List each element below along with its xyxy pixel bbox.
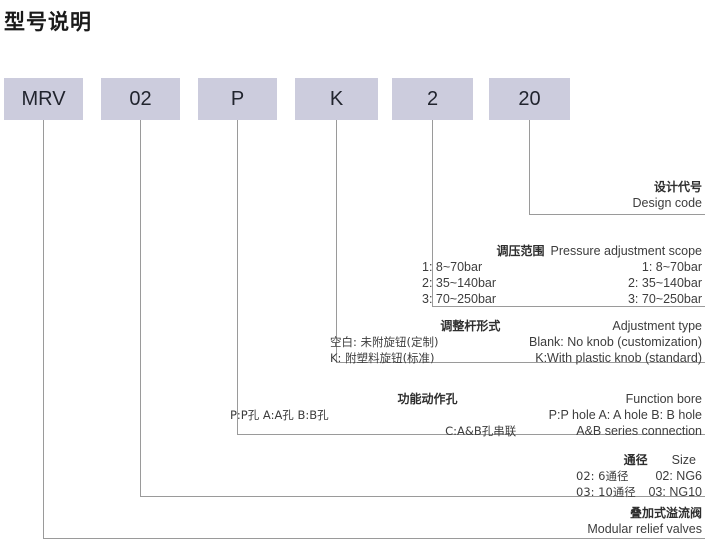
pressure-scope-row-en: 2: 35~140bar — [627, 276, 702, 291]
pressure-scope-row-cn: 2: 35~140bar — [422, 276, 497, 291]
size-title-en: Size — [671, 453, 696, 467]
function-bore-row-en: P:P hole A: A hole B: B hole — [548, 408, 702, 423]
design-code-title: 设计代号 — [302, 180, 702, 195]
code-box-adjustment-type[interactable]: K — [295, 78, 378, 120]
adjustment-type-title-en: Adjustment type — [612, 319, 702, 333]
function-bore-title-cn: 功能动作孔 — [397, 392, 458, 406]
callout-function-bore: 功能动作孔 Function bore P:P孔 A:A孔 B:B孔 P:P h… — [230, 391, 702, 439]
function-bore-title-en: Function bore — [625, 392, 702, 406]
code-box-size[interactable]: 02 — [101, 78, 180, 120]
adjustment-type-title-cn: 调整杆形式 — [440, 319, 501, 333]
product-title-en: Modular relief valves — [587, 522, 702, 537]
design-code-title-cn: 设计代号 — [653, 180, 702, 194]
function-bore-row-cn: C:A&B孔串联 — [445, 424, 517, 439]
callout-pressure-scope: 调压范围 Pressure adjustment scope 1: 8~70ba… — [422, 243, 702, 307]
pressure-scope-row: 2: 35~140bar 2: 35~140bar — [422, 275, 702, 291]
pressure-scope-title: 调压范围 Pressure adjustment scope — [422, 243, 702, 259]
adjustment-type-row-en: Blank: No knob (customization) — [529, 335, 702, 350]
adjustment-type-row-en: K:With plastic knob (standard) — [535, 351, 702, 366]
pressure-scope-title-cn: 调压范围 — [496, 244, 545, 258]
pressure-scope-title-en: Pressure adjustment scope — [550, 244, 702, 258]
pressure-scope-row: 1: 8~70bar 1: 8~70bar — [422, 259, 702, 275]
callout-design-code: 设计代号 Design code — [302, 180, 703, 211]
adjustment-type-row-cn: K: 附塑料旋钮(标准) — [330, 351, 435, 366]
pressure-scope-row: 3: 70~250bar 3: 70~250bar — [422, 291, 702, 307]
code-box-pressure-scope[interactable]: 2 — [392, 78, 473, 120]
product-title: 叠加式溢流阀 — [302, 506, 702, 521]
function-bore-row: P:P孔 A:A孔 B:B孔 P:P hole A: A hole B: B h… — [230, 407, 702, 423]
adjustment-type-row: 空白: 未附旋钮(定制) Blank: No knob (customizati… — [330, 334, 702, 350]
adjustment-type-row: K: 附塑料旋钮(标准) K:With plastic knob (standa… — [330, 350, 702, 366]
code-box-series[interactable]: MRV — [4, 78, 83, 120]
code-box-design-code[interactable]: 20 — [489, 78, 570, 120]
callout-product: 叠加式溢流阀 Modular relief valves — [302, 506, 702, 537]
callout-size: 通径 Size 02: 6通径 02: NG6 03: 10通径 03: NG1… — [576, 452, 702, 500]
size-title-cn: 通径 — [623, 453, 648, 467]
adjustment-type-row-cn: 空白: 未附旋钮(定制) — [330, 335, 439, 350]
code-box-function-bore[interactable]: P — [198, 78, 277, 120]
size-row: 03: 10通径 03: NG10 — [576, 484, 702, 500]
function-bore-title: 功能动作孔 Function bore — [230, 391, 702, 407]
design-code-title-en-wrap: Design code — [302, 195, 703, 211]
adjustment-type-title: 调整杆形式 Adjustment type — [330, 318, 702, 334]
pressure-scope-row-en: 1: 8~70bar — [641, 260, 702, 275]
size-title: 通径 Size — [576, 452, 702, 468]
product-title-en-wrap: Modular relief valves — [302, 521, 702, 537]
size-row-en: 02: NG6 — [655, 469, 702, 484]
page-title: 型号说明 — [4, 10, 92, 34]
size-row: 02: 6通径 02: NG6 — [576, 468, 702, 484]
size-row-en: 03: NG10 — [648, 485, 702, 500]
function-bore-row-cn: P:P孔 A:A孔 B:B孔 — [230, 408, 329, 423]
pressure-scope-row-en: 3: 70~250bar — [627, 292, 702, 307]
pressure-scope-row-cn: 3: 70~250bar — [422, 292, 497, 307]
callout-adjustment-type: 调整杆形式 Adjustment type 空白: 未附旋钮(定制) Blank… — [330, 318, 702, 366]
design-code-title-en: Design code — [632, 196, 703, 211]
pressure-scope-row-cn: 1: 8~70bar — [422, 260, 483, 275]
product-title-cn: 叠加式溢流阀 — [629, 506, 702, 520]
size-row-cn: 02: 6通径 — [576, 469, 629, 484]
function-bore-row: C:A&B孔串联 A&B series connection — [230, 423, 702, 439]
size-row-cn: 03: 10通径 — [576, 485, 636, 500]
function-bore-row-en: A&B series connection — [576, 424, 702, 439]
